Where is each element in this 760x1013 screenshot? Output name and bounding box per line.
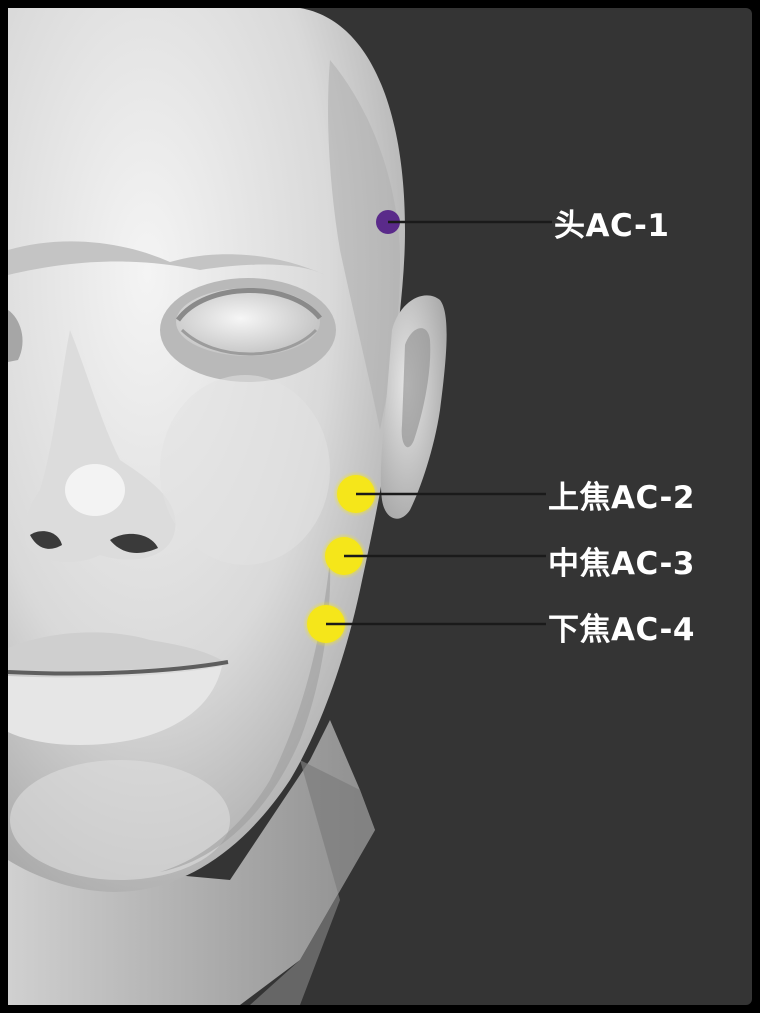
acupoint-label-ac-1: 头AC-1 [554, 208, 669, 244]
nose-tip-highlight [65, 464, 125, 516]
cheek [160, 375, 330, 565]
acupoint-label-ac-3: 中焦AC-3 [548, 546, 695, 582]
chin [10, 760, 230, 880]
acupoint-label-ac-4: 下焦AC-4 [548, 612, 695, 648]
acupoint-label-ac-2: 上焦AC-2 [548, 480, 695, 516]
